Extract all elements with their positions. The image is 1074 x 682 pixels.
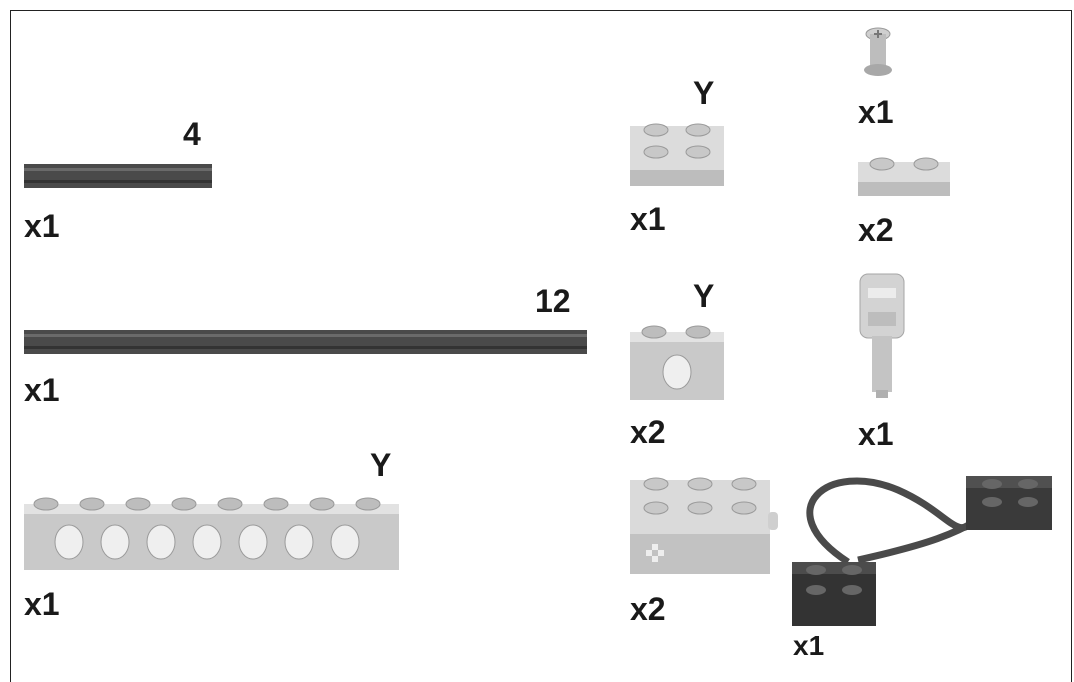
axle-4-icon bbox=[24, 164, 212, 188]
technic-brick-1x8-icon bbox=[24, 497, 399, 570]
axle-12-length-label: 12 bbox=[535, 283, 571, 319]
plate-2x2-icon bbox=[630, 123, 724, 186]
technic-brick-1x2-icon bbox=[630, 325, 724, 400]
axle-12-quantity: x1 bbox=[24, 372, 60, 408]
technic-brick-1x8-quantity: x1 bbox=[24, 586, 60, 622]
wire-connector-end-right bbox=[966, 476, 1052, 530]
page-frame bbox=[10, 10, 1072, 682]
bush-quantity: x1 bbox=[858, 94, 894, 130]
bush-icon bbox=[864, 27, 892, 76]
axle-4-quantity: x1 bbox=[24, 208, 60, 244]
wire-connector-end-left bbox=[792, 562, 876, 626]
battery-box-brick-quantity: x2 bbox=[630, 591, 666, 627]
connector-peg-quantity: x1 bbox=[858, 416, 894, 452]
wire-connector-quantity: x1 bbox=[793, 630, 825, 661]
technic-brick-1x2-color-tag: Y bbox=[693, 278, 715, 314]
axle-12-icon bbox=[24, 330, 587, 354]
connector-peg-icon bbox=[859, 273, 905, 398]
technic-brick-1x2-quantity: x2 bbox=[630, 414, 666, 450]
plate-1x2-quantity: x2 bbox=[858, 212, 894, 248]
technic-brick-1x8-color-tag: Y bbox=[370, 447, 392, 483]
plate-2x2-quantity: x1 bbox=[630, 201, 666, 237]
axle-4-length-label: 4 bbox=[183, 116, 201, 152]
plate-1x2-icon bbox=[858, 157, 950, 196]
plate-2x2-color-tag: Y bbox=[693, 75, 715, 111]
wire-connector-icon bbox=[792, 476, 1052, 626]
battery-box-brick-icon bbox=[630, 477, 778, 574]
